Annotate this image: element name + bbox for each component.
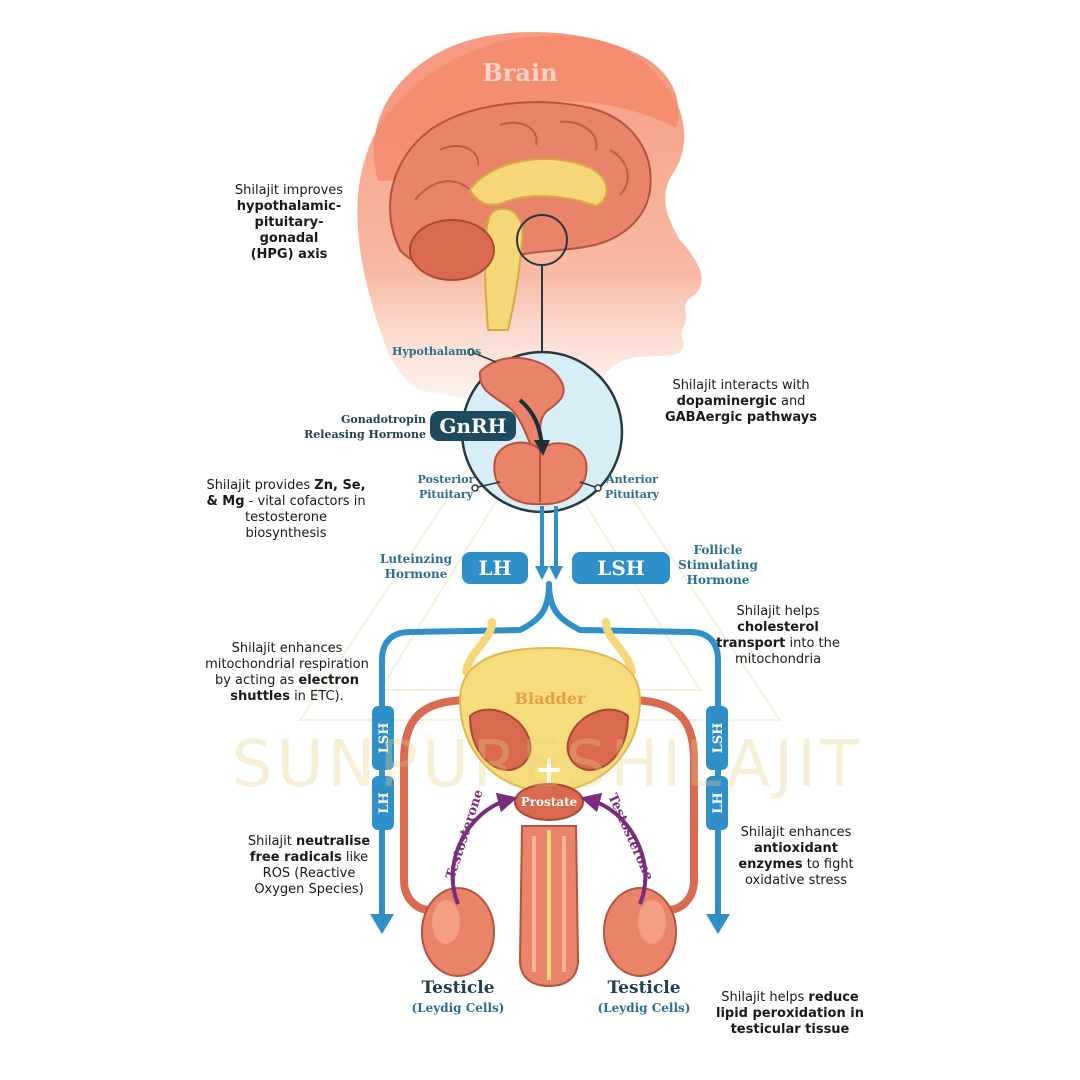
gnrh-full-line2: Releasing Hormone (304, 428, 426, 441)
prostate-label: Prostate (521, 795, 578, 809)
fsh-label: Follicle Stimulating Hormone (676, 543, 760, 588)
brainstem (484, 207, 524, 331)
note-radicals-lead: Shilajit (247, 834, 296, 849)
note-mitochondria: Shilajit enhances mitochondrial respirat… (196, 641, 378, 705)
left-testosterone-arrow (450, 792, 518, 905)
note-hpg-line4: (HPG) axis (250, 247, 328, 262)
note-radicals-line4: Oxygen Species) (254, 882, 364, 897)
cerebellum (409, 219, 495, 281)
brain-label: Brain (482, 58, 558, 87)
note-cholesterol: Shilajit helps cholesterol transport int… (708, 604, 848, 668)
note-mito-line1: Shilajit enhances (231, 641, 343, 656)
note-hpg-line2: hypothalamic- (236, 199, 342, 214)
left-ureter (462, 618, 496, 676)
note-radicals-line3: ROS (Reactive (262, 866, 356, 881)
fsh-line3: Hormone (686, 573, 750, 587)
note-mito-bold2: shuttles (230, 689, 290, 704)
note-minerals-lead: Shilajit provides (206, 478, 315, 493)
note-minerals-line4: biosynthesis (245, 526, 327, 541)
note-dopamine-bold1: dopaminergic (676, 394, 777, 409)
note-lipid-lead: Shilajit helps (721, 990, 809, 1005)
gnrh-full-name: Gonadotropin Releasing Hormone (300, 412, 426, 442)
note-radicals-bold2: free radicals (249, 850, 342, 865)
note-minerals-bold2: & Mg (206, 494, 245, 509)
note-lipid-bold2: lipid peroxidation in (716, 1006, 864, 1021)
note-minerals-mid: - vital cofactors in (244, 494, 366, 509)
lsh-badge: LSH (572, 552, 670, 584)
bladder-label: Bladder (515, 689, 587, 708)
note-antioxidant-mid: to fight (802, 857, 854, 872)
note-minerals-bold1: Zn, Se, (314, 478, 366, 493)
gnrh-badge: GnRH (430, 411, 516, 441)
note-radicals-bold1: neutralise (295, 834, 371, 849)
note-antioxidant-line1: Shilajit enhances (740, 825, 852, 840)
anterior-pituitary-line2: Pituitary (604, 488, 660, 501)
left-leydig-label: (Leydig Cells) (411, 1001, 505, 1015)
hair (373, 32, 679, 182)
posterior-pituitary-line2: Pituitary (418, 488, 474, 501)
note-hpg-line3: pituitary-gonadal (254, 215, 324, 246)
note-dopamine-line1: Shilajit interacts with (672, 378, 810, 393)
note-cholesterol-bold2: transport (716, 636, 786, 651)
left-side-lh-label: LH (377, 792, 392, 813)
note-antioxidant: Shilajit enhances antioxidant enzymes to… (726, 825, 866, 889)
anterior-pituitary-label: Anterior Pituitary (596, 472, 668, 502)
note-dopamine-bold2: GABAergic pathways (664, 410, 818, 425)
fsh-line1: Follicle (693, 543, 743, 557)
hormone-release-arrows (540, 506, 558, 570)
note-hpg-axis: Shilajit improves hypothalamic- pituitar… (226, 183, 352, 263)
hormone-pathway (379, 581, 721, 923)
lh-full-line1: Luteinzing (379, 552, 453, 566)
note-minerals: Shilajit provides Zn, Se, & Mg - vital c… (198, 478, 374, 542)
anterior-pituitary-line1: Anterior (606, 473, 658, 486)
lh-badge: LH (462, 552, 528, 584)
posterior-pituitary-label: Posterior Pituitary (406, 472, 486, 502)
note-antioxidant-line4: oxidative stress (744, 873, 848, 888)
luteinizing-hormone-label: Luteinzing Hormone (374, 552, 458, 582)
right-testosterone-label: Testosterone (604, 792, 656, 883)
note-antioxidant-bold2: enzymes (738, 857, 803, 872)
note-dopamine: Shilajit interacts with dopaminergic and… (656, 378, 826, 426)
note-minerals-line3: testosterone (244, 510, 328, 525)
note-antioxidant-bold1: antioxidant (753, 841, 839, 856)
note-free-radicals: Shilajit neutralise free radicals like R… (234, 834, 384, 898)
note-cholesterol-line1: Shilajit helps (736, 604, 820, 619)
note-mito-line2: mitochondrial respiration (205, 657, 369, 672)
note-cholesterol-line4: mitochondria (734, 652, 822, 667)
right-side-lsh-label: LSH (711, 723, 726, 754)
lh-full-line2: Hormone (384, 567, 448, 581)
posterior-pituitary-line1: Posterior (417, 473, 475, 486)
right-testicle-label: Testicle (607, 978, 681, 998)
note-lipid-bold1: reduce (808, 990, 859, 1005)
note-mito-tail: in ETC). (289, 689, 344, 704)
pituitary-focus-circle (516, 214, 568, 266)
note-lipid-bold3: testicular tissue (730, 1022, 850, 1037)
note-dopamine-and: and (776, 394, 806, 409)
note-mito-bold1: electron (298, 673, 359, 688)
hypothalamus-label: Hypothalamus (392, 345, 482, 358)
note-cholesterol-bold1: cholesterol (737, 620, 819, 635)
right-testosterone-arrow (580, 792, 648, 905)
right-leydig-label: (Leydig Cells) (597, 1001, 691, 1015)
note-hpg-line1: Shilajit improves (234, 183, 344, 198)
fsh-line2: Stimulating (678, 558, 758, 572)
left-side-lsh-label: LSH (377, 723, 392, 754)
note-radicals-mid: like (341, 850, 369, 865)
brain-core (468, 158, 608, 208)
left-testicle-label: Testicle (421, 978, 495, 998)
watermark-text: SUNPURESHILAJIT (232, 728, 864, 802)
gnrh-full-line1: Gonadotropin (341, 413, 426, 426)
right-ureter (602, 618, 636, 676)
note-lipid: Shilajit helps reduce lipid peroxidation… (712, 990, 868, 1038)
right-side-lh-label: LH (711, 792, 726, 813)
note-cholesterol-mid: into the (785, 636, 840, 651)
note-mito-lead: by acting as (214, 673, 299, 688)
